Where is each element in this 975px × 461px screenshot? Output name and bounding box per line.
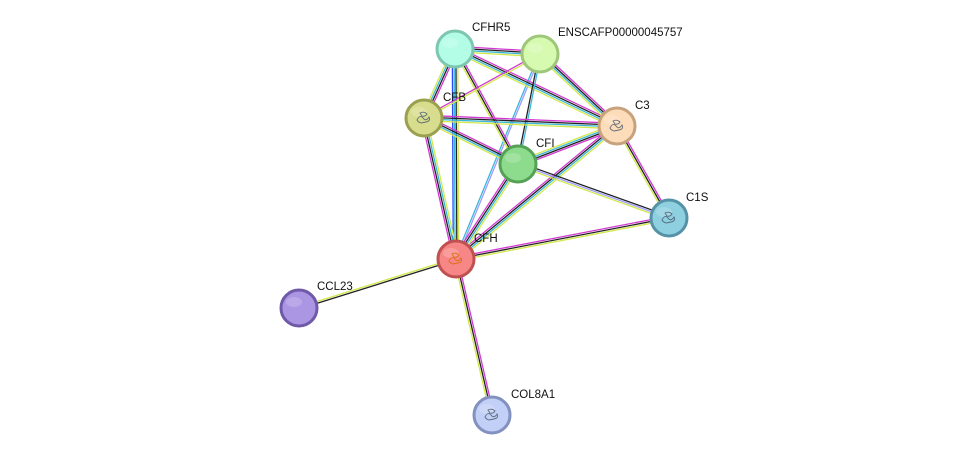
edge-cfh-c1s[interactable] <box>455 215 670 262</box>
protein-structure-icon <box>609 119 624 132</box>
node-circle[interactable] <box>436 239 476 279</box>
node-highlight <box>505 153 521 163</box>
node-circle[interactable] <box>597 106 637 146</box>
edge-cfh-ccl23[interactable] <box>298 257 457 310</box>
edge-cfh-col8a1[interactable] <box>453 257 495 417</box>
node-c3[interactable]: C3 <box>597 100 650 146</box>
node-highlight <box>604 115 620 125</box>
edge-cfb-c3[interactable] <box>423 114 618 130</box>
node-cfhr5[interactable]: CFHR5 <box>435 22 510 69</box>
edge-evidence-line <box>453 49 618 128</box>
node-cfb[interactable]: CFB <box>404 92 466 138</box>
node-circle[interactable] <box>498 144 538 184</box>
edge-evidence-line <box>517 163 670 219</box>
node-enscafp00000045757[interactable]: ENSCAFP00000045757 <box>520 27 683 74</box>
node-circle[interactable] <box>472 395 512 435</box>
node-highlight <box>443 248 459 258</box>
node-highlight <box>656 207 672 217</box>
protein-structure-icon <box>416 111 431 124</box>
edge-evidence-line <box>423 116 618 126</box>
edge-evidence-line <box>423 118 618 128</box>
node-label: CFI <box>536 138 555 150</box>
edge-evidence-line <box>454 47 619 126</box>
edge-evidence-line <box>298 257 457 308</box>
edge-evidence-line <box>457 127 620 262</box>
node-circle[interactable] <box>279 288 319 328</box>
node-label: C1S <box>686 192 709 204</box>
node-circle[interactable] <box>649 198 689 238</box>
edge-evidence-line <box>455 45 619 125</box>
edge-evidence-line <box>455 219 670 262</box>
edge-evidence-line <box>454 124 618 259</box>
node-label: ENSCAFP00000045757 <box>558 27 683 39</box>
edge-evidence-line <box>456 53 542 260</box>
edge-evidence-line <box>455 126 619 261</box>
edge-evidence-line <box>453 123 616 258</box>
node-cfi[interactable]: CFI <box>498 138 555 184</box>
edge-enscafp00000045757-cfb[interactable] <box>422 52 542 120</box>
edge-evidence-line <box>455 48 458 260</box>
node-highlight <box>442 38 458 48</box>
protein-structure-icon <box>448 252 463 265</box>
edge-evidence-line <box>451 48 454 260</box>
edge-evidence-line <box>453 48 456 260</box>
edge-evidence-line <box>423 120 618 130</box>
node-circle[interactable] <box>520 34 560 74</box>
edge-evidence-line <box>517 161 671 217</box>
protein-structure-icon <box>661 211 676 224</box>
edge-cfh-cfb[interactable] <box>420 116 460 261</box>
edge-evidence-line <box>424 117 458 260</box>
edge-evidence-line <box>298 259 457 310</box>
edge-evidence-line <box>457 257 495 416</box>
edge-evidence-line <box>455 47 521 164</box>
edge-evidence-line <box>420 117 455 261</box>
edge-cfh-c3[interactable] <box>453 123 620 262</box>
edge-evidence-line <box>455 217 670 260</box>
edge-evidence-line <box>455 215 670 258</box>
node-col8a1[interactable]: COL8A1 <box>472 389 555 435</box>
edge-evidence-line <box>422 52 541 118</box>
edge-evidence-line <box>455 258 493 416</box>
edge-cfi-c1s[interactable] <box>516 161 671 221</box>
edge-evidence-line <box>453 258 491 417</box>
node-highlight <box>479 404 495 414</box>
node-label: C3 <box>635 100 650 112</box>
node-label: CFH <box>474 233 498 245</box>
edge-cfh-cfhr5[interactable] <box>451 48 460 260</box>
node-label: CFHR5 <box>472 22 510 34</box>
node-c1s[interactable]: C1S <box>649 192 709 238</box>
node-label: CCL23 <box>317 281 353 293</box>
edge-evidence-line <box>452 49 518 166</box>
node-highlight <box>411 107 427 117</box>
edge-cfhr5-cfi[interactable] <box>452 47 521 166</box>
node-ccl23[interactable]: CCL23 <box>279 281 353 328</box>
node-label: COL8A1 <box>511 389 555 401</box>
edge-evidence-line <box>422 117 456 260</box>
edge-evidence-line <box>454 48 519 165</box>
edge-evidence-line <box>453 50 617 130</box>
node-circle[interactable] <box>404 98 444 138</box>
node-label: CFB <box>443 92 466 104</box>
edge-evidence-line <box>425 116 460 260</box>
node-highlight <box>286 297 302 307</box>
node-circle[interactable] <box>435 29 475 69</box>
node-cfh[interactable]: CFH <box>436 233 498 279</box>
edge-evidence-line <box>423 54 542 120</box>
edges-layer <box>298 45 672 417</box>
edge-evidence-line <box>457 48 460 260</box>
edge-cfhr5-c3[interactable] <box>453 45 619 130</box>
edge-evidence-line <box>423 114 618 124</box>
node-highlight <box>527 43 543 53</box>
edge-evidence-line <box>516 165 670 221</box>
protein-structure-icon <box>484 408 499 421</box>
